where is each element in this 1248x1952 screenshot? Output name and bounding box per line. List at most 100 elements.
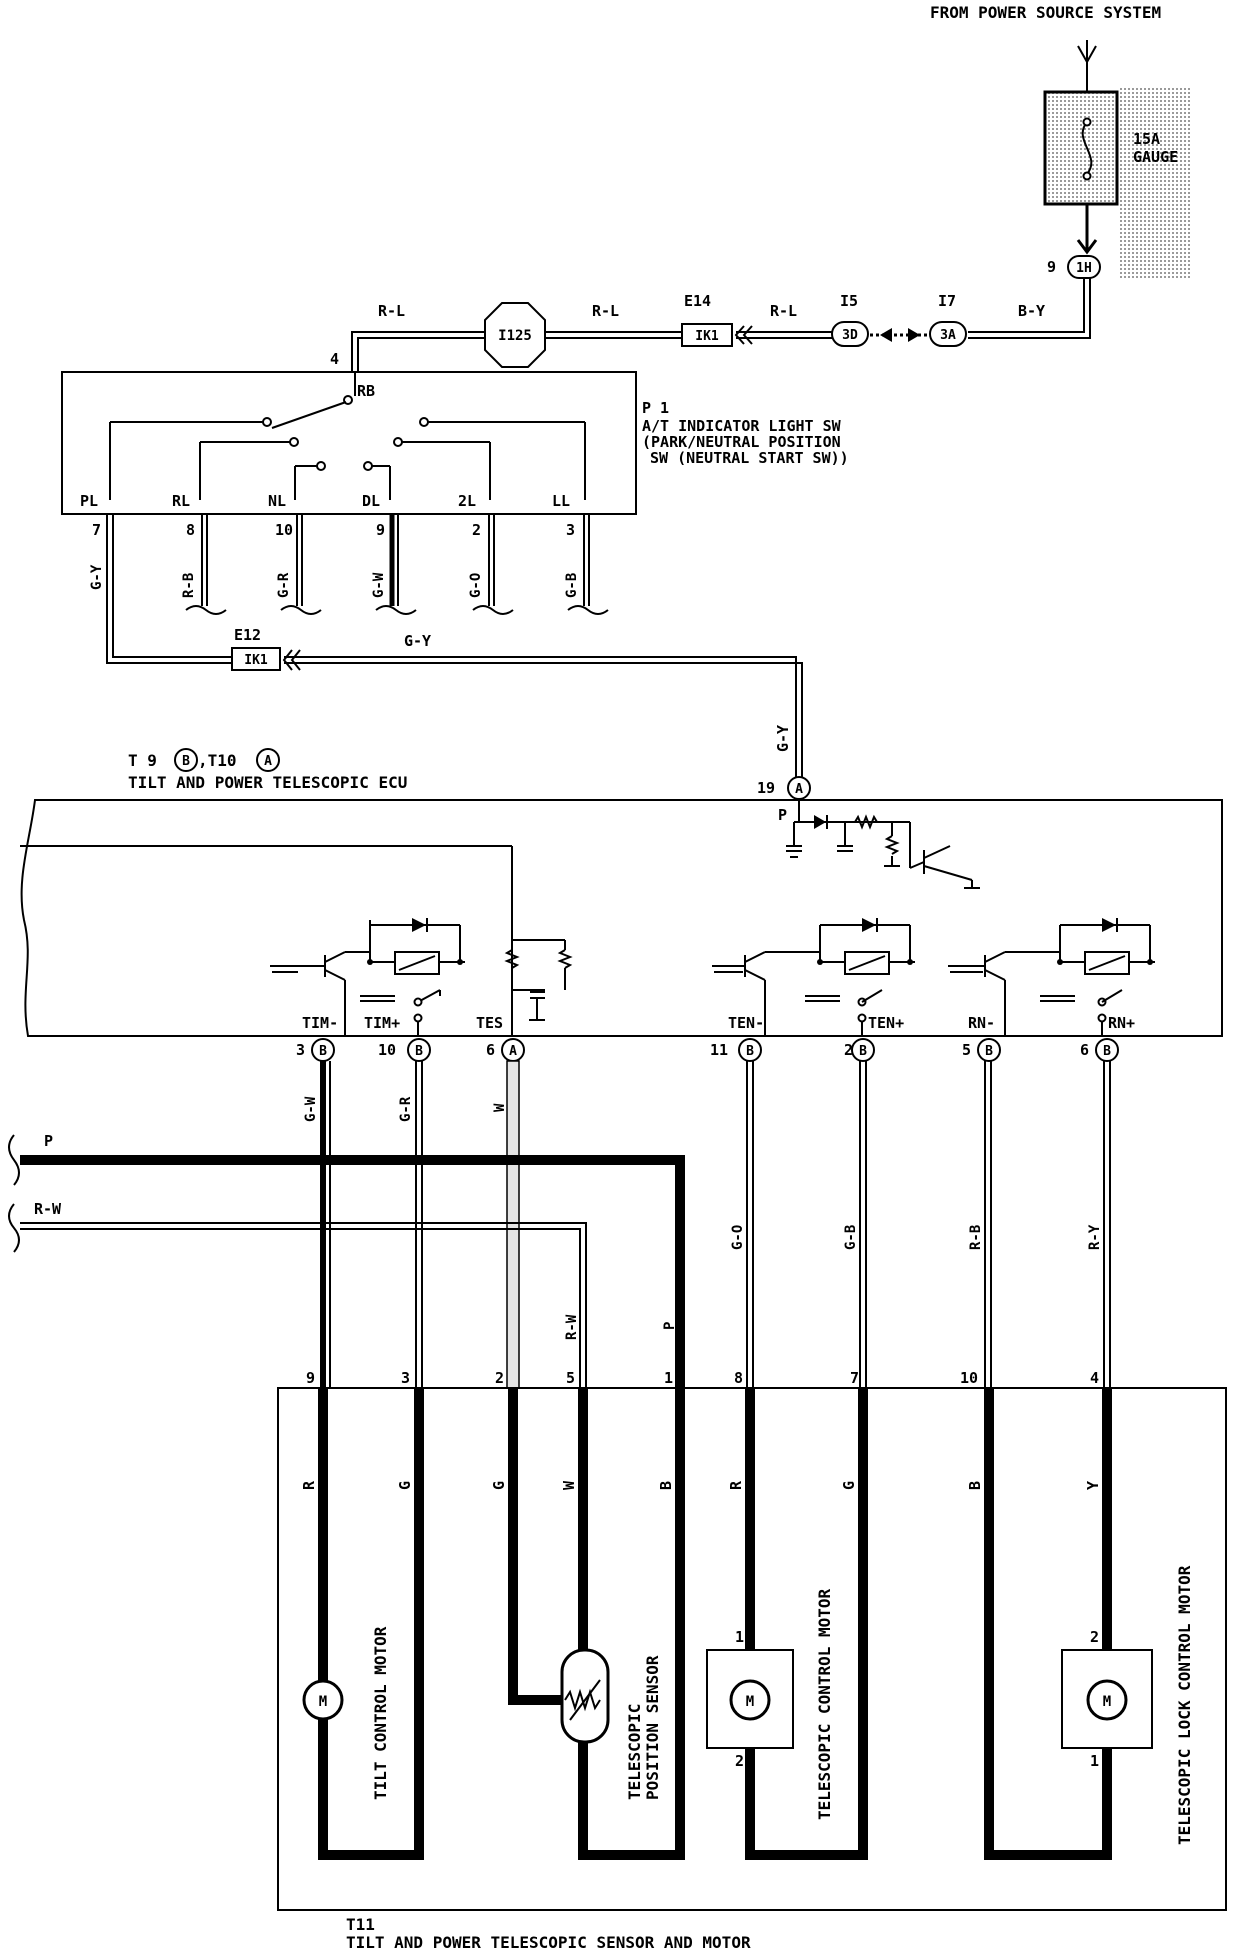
side-wire-r-w-down: R-W — [564, 1314, 580, 1340]
gy-wire-label-2: G-Y — [404, 632, 431, 650]
svg-text:2L: 2L — [458, 492, 476, 510]
side-feeds: P R-W P R-W — [8, 1132, 685, 1388]
ecu-tim-circuit — [270, 918, 465, 1036]
ecu-pin-row: 3 10 6 11 2 5 6 B B A B B B B — [296, 1038, 1119, 1062]
ecu-term-rn-minus: RN- — [968, 1014, 995, 1032]
svg-text:G: G — [490, 1481, 508, 1490]
switch-terminal-dl: DL 9 G-W — [362, 492, 387, 598]
svg-text:B: B — [1103, 1044, 1111, 1059]
svg-text:3A: 3A — [940, 328, 956, 343]
telescopic-motor-icon — [729, 1679, 771, 1721]
wire-label-w: W — [492, 1103, 508, 1112]
sensor-label-2: POSITION SENSOR — [643, 1655, 662, 1800]
svg-text:6: 6 — [1080, 1041, 1089, 1059]
fuse-box — [1043, 90, 1119, 206]
switch-wire-ll: G-B — [564, 573, 580, 598]
svg-text:B: B — [415, 1044, 423, 1059]
wire-label-g-b: G-B — [843, 1225, 859, 1250]
ecu-t9-t10: T 9 B ,T10 A TILT AND POWER TELESCOPIC E… — [20, 748, 1223, 1037]
svg-text:8: 8 — [734, 1369, 743, 1387]
svg-text:I125: I125 — [498, 328, 532, 344]
svg-text:B: B — [985, 1044, 993, 1059]
svg-text:9: 9 — [376, 521, 385, 539]
switch-stub-wires — [185, 514, 609, 615]
svg-text:1: 1 — [664, 1369, 673, 1387]
switch-terminal-pl: PL 7 G-Y — [80, 492, 105, 590]
tilt-motor-label: TILT CONTROL MOTOR — [371, 1626, 390, 1800]
svg-text:5: 5 — [566, 1369, 575, 1387]
junction-i5 — [831, 321, 869, 347]
ecu-ref-t10: ,T10 — [198, 751, 237, 770]
junction-i7 — [929, 321, 967, 347]
power-source-label: FROM POWER SOURCE SYSTEM — [930, 3, 1161, 22]
svg-text:A: A — [795, 782, 803, 797]
ecu-p-label: P — [778, 806, 787, 824]
module-ref: T11 — [346, 1915, 375, 1934]
junction-i125 — [484, 302, 546, 368]
switch-box — [61, 371, 637, 515]
ecu-term-tim-minus: TIM- — [302, 1014, 338, 1032]
side-wire-p: P — [44, 1132, 53, 1150]
svg-text:B: B — [966, 1481, 984, 1490]
svg-text:11: 11 — [710, 1041, 728, 1059]
switch-title-1: A/T INDICATOR LIGHT SW — [642, 417, 842, 435]
junction-i5-label: I5 — [840, 292, 858, 310]
junction-e14-label: E14 — [684, 292, 711, 310]
top-wire-run: B-Y I7 3A I5 3D R-L E14 IK1 R-L I125 — [330, 278, 1091, 372]
svg-text:R: R — [300, 1480, 318, 1490]
switch-rb-label: RB — [357, 382, 375, 400]
svg-text:2: 2 — [735, 1752, 744, 1770]
svg-text:PL: PL — [80, 492, 98, 510]
svg-text:7: 7 — [92, 521, 101, 539]
power-pin: 9 — [1047, 258, 1056, 276]
svg-text:A: A — [264, 754, 272, 769]
side-wire-r-w: R-W — [34, 1200, 62, 1218]
ecu-box — [20, 799, 1223, 1037]
svg-text:1: 1 — [735, 1628, 744, 1646]
svg-text:8: 8 — [186, 521, 195, 539]
switch-title-2: (PARK/NEUTRAL POSITION — [642, 433, 841, 451]
svg-text:10: 10 — [960, 1369, 978, 1387]
svg-text:3: 3 — [401, 1369, 410, 1387]
switch-wire-dl: G-W — [371, 572, 387, 598]
svg-text:DL: DL — [362, 492, 380, 510]
svg-text:RL: RL — [172, 492, 190, 510]
tilt-motor-icon — [302, 1679, 344, 1721]
switch-wire-rl: R-B — [181, 573, 197, 598]
position-sensor-icon — [560, 1648, 610, 1744]
svg-text:5: 5 — [962, 1041, 971, 1059]
svg-text:4: 4 — [1090, 1369, 1099, 1387]
fuse-rating: 15A — [1133, 130, 1160, 148]
junction-e14 — [681, 323, 733, 347]
ecu-rn-circuit — [948, 918, 1155, 1036]
switch-p1: RB P 1 A/T INDICATOR LIGHT SW (PARK/NEUT… — [61, 371, 849, 615]
svg-text:IK1: IK1 — [695, 329, 719, 344]
svg-text:B: B — [746, 1044, 754, 1059]
lock-motor-label: TELESCOPIC LOCK CONTROL MOTOR — [1175, 1565, 1194, 1845]
svg-text:10: 10 — [275, 521, 293, 539]
ecu-ref-t9: T 9 — [128, 751, 157, 770]
junction-e12-label: E12 — [234, 626, 261, 644]
svg-text:3: 3 — [296, 1041, 305, 1059]
wire-label-r-b: R-B — [968, 1225, 984, 1250]
gy-vertical-label: G-Y — [774, 725, 792, 752]
svg-text:G: G — [396, 1481, 414, 1490]
fuse-icon — [1081, 121, 1093, 175]
switch-terminal-ll: LL 3 G-B — [552, 492, 580, 598]
wire-r-l-1: R-L — [378, 302, 405, 320]
wire-label-g-r: G-R — [398, 1096, 414, 1122]
svg-text:1H: 1H — [1076, 261, 1092, 276]
wire-r-l-3: R-L — [770, 302, 797, 320]
svg-text:W: W — [560, 1480, 578, 1490]
switch-title-3: SW (NEUTRAL START SW)) — [650, 449, 849, 467]
fuse-name: GAUGE — [1133, 148, 1178, 166]
power-source: FROM POWER SOURCE SYSTEM 15A GAUGE 9 1H — [930, 3, 1192, 279]
svg-text:M: M — [1103, 1694, 1111, 1710]
gy-wire-run: G-Y G-Y E12 IK1 — [106, 514, 803, 778]
ecu-ten-circuit — [712, 918, 915, 1036]
svg-text:2: 2 — [472, 521, 481, 539]
svg-text:7: 7 — [850, 1369, 859, 1387]
svg-text:2: 2 — [844, 1041, 853, 1059]
side-wire-p-down: P — [662, 1322, 678, 1330]
svg-text:LL: LL — [552, 492, 570, 510]
